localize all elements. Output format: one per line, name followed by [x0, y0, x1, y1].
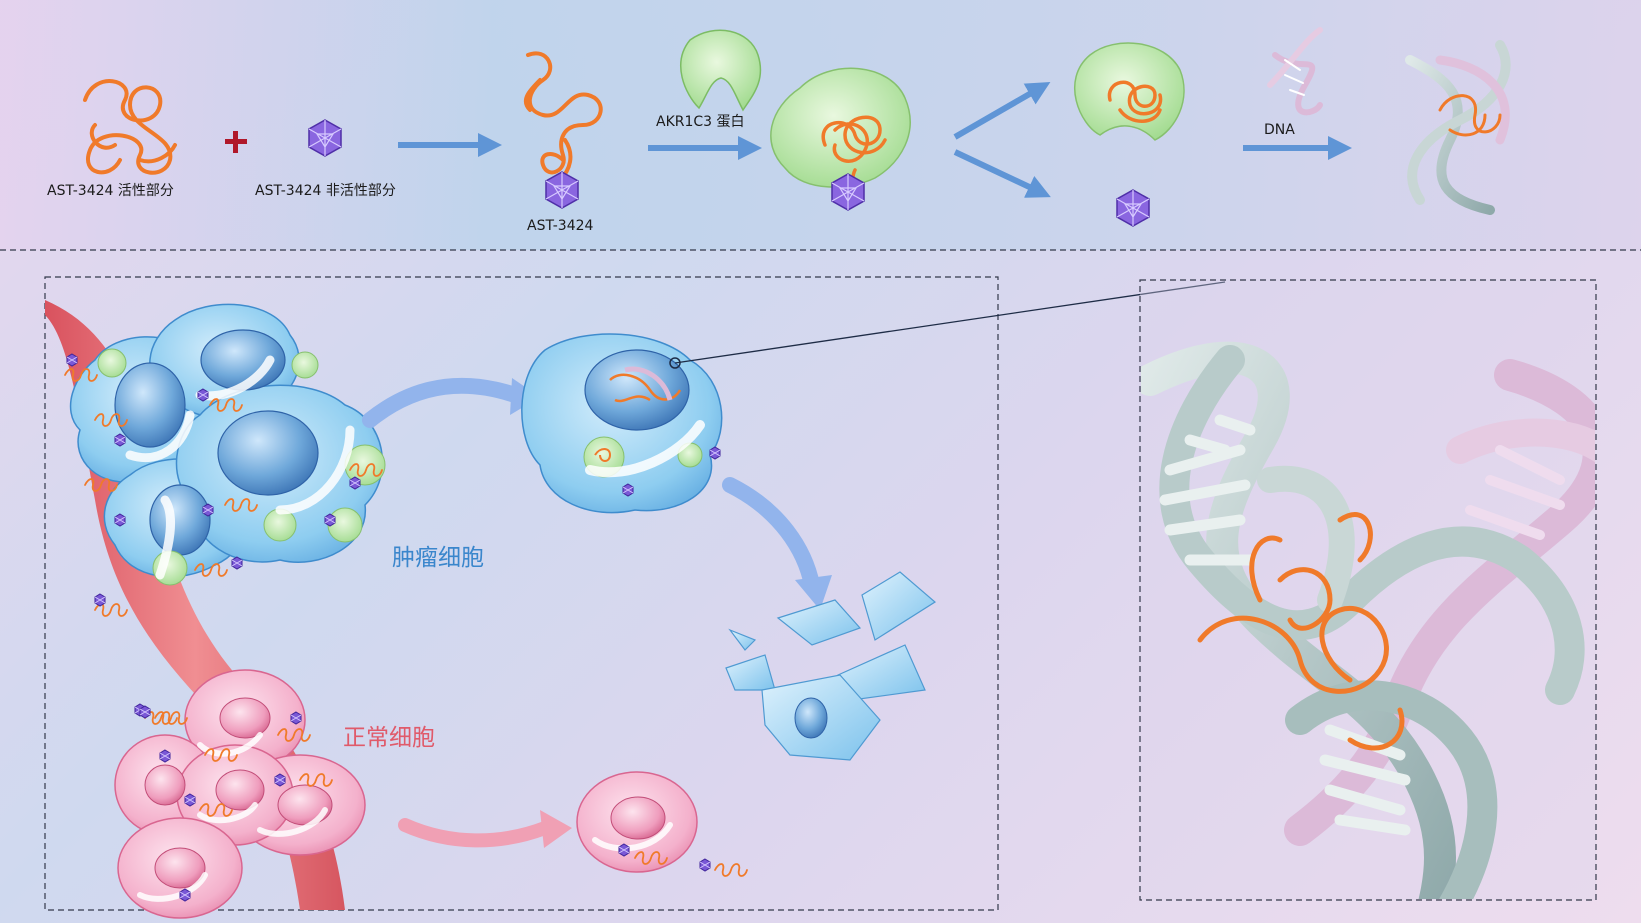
arrow-release-down [953, 149, 1051, 198]
label-normal-cells: 正常细胞 [343, 725, 435, 751]
arrow-to-apoptosis [722, 477, 820, 593]
zoom-leader-line [674, 281, 1226, 364]
surviving-nucleus [610, 796, 666, 840]
dead-cell-fragments [725, 571, 937, 761]
arrow-normal [398, 818, 552, 848]
arrow-release-up [953, 82, 1051, 140]
dna-drug-complex-icon [1405, 40, 1511, 215]
fragment-nucleus [794, 697, 828, 739]
tumor-highlights [125, 355, 355, 580]
label-active-part: AST-3424 活性部分 [47, 183, 174, 199]
dna-zoom-illustration [1141, 341, 1595, 899]
label-tumor-cells: 肿瘤细胞 [392, 545, 484, 571]
plus-icon [225, 131, 247, 153]
released-protein-icon [1073, 42, 1185, 141]
label-dna: DNA [1264, 122, 1295, 138]
cells-panel-frame [44, 276, 999, 911]
arrow-to-treated-cell [362, 377, 523, 428]
zoom-point [669, 357, 681, 369]
akr1c3-protein-icon [680, 29, 762, 112]
dna-zoom-frame [1139, 279, 1597, 901]
label-protein: AKR1C3 蛋白 [656, 114, 745, 130]
label-inactive-part: AST-3424 非活性部分 [255, 183, 396, 199]
treated-nucleus [584, 349, 690, 431]
active-part-strand [83, 79, 177, 175]
label-compound: AST-3424 [527, 218, 594, 234]
dna-small-icon [1267, 27, 1323, 116]
